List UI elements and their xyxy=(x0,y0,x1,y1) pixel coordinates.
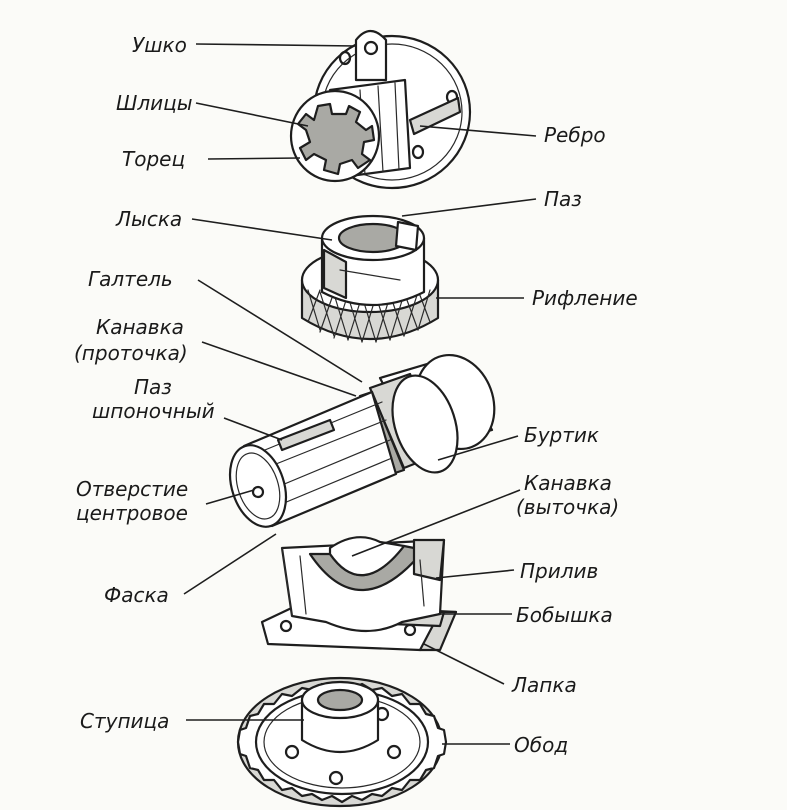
label-stupitsa: Ступица xyxy=(80,709,169,733)
label-shlitsy: Шлицы xyxy=(116,91,193,115)
knurled-bushing-part xyxy=(300,214,440,343)
label-kanavka-protochka-line2: (проточка) xyxy=(74,341,188,365)
leader-lines xyxy=(183,43,537,745)
label-kanavka-vytochka-line2: (выточка) xyxy=(516,495,619,519)
label-lyska: Лыска xyxy=(115,207,182,231)
label-burtik: Буртик xyxy=(524,423,599,447)
label-paz-shponochny-line2: шпоночный xyxy=(92,399,215,423)
label-galtel: Галтель xyxy=(88,267,173,291)
bearing-housing-part xyxy=(260,536,458,652)
labels: Ушко Шлицы Торец Ребро Паз Лыска Рифлени… xyxy=(74,33,638,757)
label-priliv: Прилив xyxy=(520,559,598,583)
label-faska: Фаска xyxy=(104,583,169,607)
shaft-part xyxy=(228,353,496,528)
label-rebro: Ребро xyxy=(544,123,606,147)
label-torets: Торец xyxy=(122,147,185,171)
label-kanavka-vytochka-line1: Канавка xyxy=(524,471,612,495)
label-ushko: Ушко xyxy=(132,33,187,57)
label-lapka: Лапка xyxy=(511,673,577,697)
label-riflenie: Рифление xyxy=(532,286,638,310)
label-paz-shponochny-line1: Паз xyxy=(134,375,172,399)
splined-flange-part xyxy=(289,29,472,190)
label-kanavka-protochka-line1: Канавка xyxy=(96,315,184,339)
label-otverstie-line1: Отверстие xyxy=(76,477,188,501)
label-otverstie-line2: центровое xyxy=(76,501,188,525)
label-bobyshka: Бобышка xyxy=(516,603,613,627)
label-obod: Обод xyxy=(514,733,568,757)
label-paz: Паз xyxy=(544,187,582,211)
gear-part xyxy=(236,676,448,808)
